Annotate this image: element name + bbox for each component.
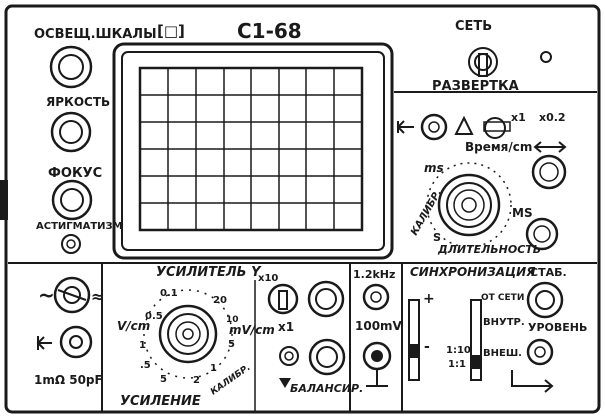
dial-mark-5-left: 5	[160, 374, 167, 385]
gain-label: УСИЛЕНИЕ	[120, 394, 201, 409]
duration-label: ДЛИТЕЛЬНОСТЬ	[437, 243, 541, 256]
y-input-arrow-icon	[36, 336, 52, 350]
multiplier-x1-label: x1	[511, 111, 526, 124]
sync-minus-label: -	[424, 339, 430, 355]
horizontal-shift-knob[interactable]	[531, 154, 567, 190]
ms-right-label: MS	[512, 206, 533, 220]
crt-graticule	[138, 66, 364, 232]
multiplier-x02-label: x0.2	[539, 111, 566, 124]
sweep-multiplier-switch[interactable]	[483, 117, 511, 139]
y-position-knob[interactable]	[307, 280, 345, 318]
amp-x10-label: x10	[258, 273, 278, 284]
mv-per-cm-label: mV/cm	[229, 323, 275, 337]
amp-title: УСИЛИТЕЛЬ Y	[156, 265, 262, 280]
sweep-stability-knob[interactable]	[525, 217, 559, 251]
time-per-cm-dial[interactable]	[426, 162, 512, 248]
ground-terminal[interactable]	[362, 341, 392, 387]
sweep-s-label: S	[433, 231, 441, 244]
stab-label: СТАБ.	[530, 266, 567, 279]
internal-label: ВНУТР.	[483, 317, 525, 328]
from-mains-label: ОТ СЕТИ	[481, 293, 524, 303]
sync-plus-label: +	[423, 291, 435, 307]
v-per-cm-label: V/cm	[117, 319, 150, 333]
illumination-label: ОСВЕЩ.ШКАЛЫ	[34, 27, 157, 42]
ac-dc-coupling-switch[interactable]	[53, 276, 91, 314]
focus-label: ФОКУС	[48, 166, 102, 181]
astigmatism-label: АСТИГМАТИЗМ	[36, 221, 123, 232]
sync-level-knob[interactable]	[526, 281, 564, 319]
dc-symbol: ≈	[91, 287, 104, 306]
ratio-1-10-label: 1:10	[446, 345, 471, 356]
balance-indicator-icon	[279, 378, 291, 388]
focus-knob[interactable]	[51, 179, 93, 221]
power-indicator-lamp	[540, 51, 552, 63]
horizontal-shift-arrow-icon	[533, 141, 567, 153]
model-badge: [□]	[157, 22, 185, 40]
sweep-input-arrow-icon	[396, 120, 414, 134]
dial-mark-20: 20	[213, 295, 227, 306]
power-label: СЕТЬ	[455, 19, 492, 34]
dial-mark-1-right: 1	[210, 363, 217, 374]
power-toggle-switch[interactable]	[468, 47, 498, 77]
balance-label: БАЛАНСИР.	[290, 382, 363, 395]
warning-triangle-icon	[454, 115, 474, 135]
model-name: С1-68	[237, 19, 302, 43]
input-impedance-label: 1mΩ 50pF	[34, 373, 103, 387]
dial-mark-5-right: 5	[228, 339, 235, 350]
dial-mark-2: 2	[193, 375, 200, 386]
illumination-knob[interactable]	[49, 45, 93, 89]
ratio-1-1-label: 1:1	[448, 359, 466, 370]
ac-symbol: ~	[38, 283, 55, 307]
dial-mark-1: 1	[139, 340, 146, 351]
brightness-label: ЯРКОСТЬ	[46, 95, 110, 109]
sweep-title: РАЗВЕРТКА	[432, 79, 519, 94]
crt-inner-frame	[121, 51, 385, 251]
sync-external-input-jack[interactable]	[526, 338, 554, 366]
sweep-input-jack[interactable]	[420, 113, 448, 141]
amp-balance-trim[interactable]	[279, 346, 299, 366]
dial-mark-10: 10	[226, 315, 239, 325]
amp-x1-label: x1	[278, 320, 294, 334]
brightness-knob[interactable]	[50, 111, 92, 153]
dial-mark-0-5: 0.5	[145, 311, 163, 322]
calib-level-label: 100mV	[355, 319, 403, 333]
external-label: ВНЕШ.	[483, 348, 522, 359]
calib-frequency-label: 1.2kHz	[353, 268, 395, 281]
sync-polarity-slider[interactable]	[408, 299, 420, 381]
calib-output-jack[interactable]	[362, 283, 390, 311]
y-input-connector[interactable]	[59, 325, 93, 359]
sync-source-slider[interactable]	[470, 299, 482, 381]
side-tab	[0, 180, 8, 220]
dial-mark-0-5-low: .5	[140, 360, 151, 371]
balance-knob[interactable]	[308, 338, 346, 376]
time-per-cm-label: Время/cm	[465, 140, 532, 154]
dial-mark-0-1: 0.1	[160, 288, 178, 299]
sync-title: СИНХРОНИЗАЦИЯ	[410, 265, 535, 279]
sync-input-arrow-icon	[511, 370, 554, 393]
ms-top-label: ms	[424, 161, 444, 175]
astigmatism-knob[interactable]	[61, 234, 81, 254]
sync-level-label: УРОВЕНЬ	[528, 321, 587, 334]
amp-multiplier-switch[interactable]	[267, 283, 299, 315]
crt-bezel	[112, 42, 394, 260]
volts-per-cm-dial[interactable]	[143, 289, 233, 379]
